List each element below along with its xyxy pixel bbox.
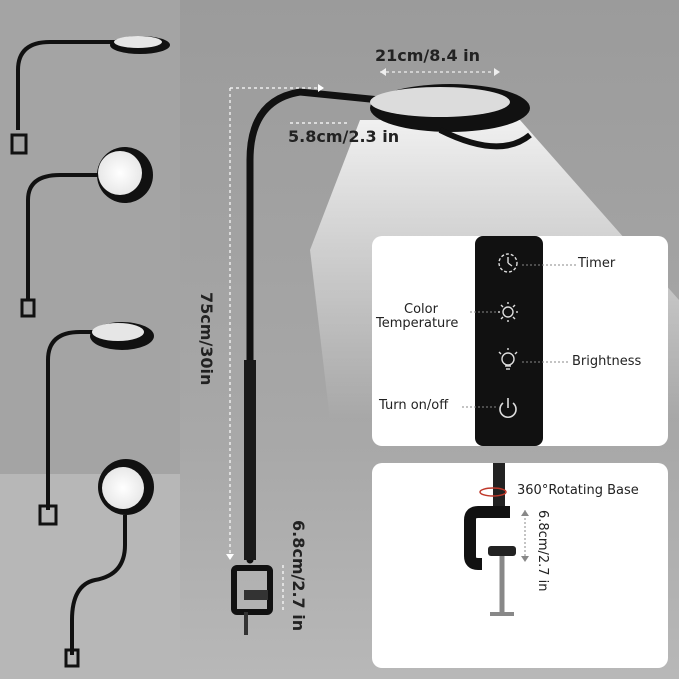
mini-lamp-2-clamp [20,298,36,318]
mini-lamp-2-light [98,151,142,195]
left-background-bottom [0,474,180,679]
mini-lamp-1-arm [16,40,115,130]
base-clamp [464,506,510,570]
top-width-label: 21cm/8.4 in [375,46,481,65]
neck-width-label: 5.8cm/2.3 in [288,127,400,146]
power-label: Turn on/off [379,398,449,413]
mini-lamp-3-arm [46,330,95,510]
clamp-height-label: 6.8cm/2.7 in [289,520,308,632]
color-label-line2: Temperature [376,316,459,331]
power-icon [499,398,517,418]
main-lamp-arm [246,88,384,564]
main-lamp-light [370,87,510,117]
main-lamp-head-rim [438,127,532,150]
mini-lamp-1-light [114,36,162,48]
base-clamp-pad [488,546,516,556]
mini-lamp-3-clamp [38,504,58,526]
base-panel [372,463,668,668]
base-clamp-height-label: 6.8cm/2.7 in [535,510,550,592]
brightness-icon [498,348,518,370]
mini-lamp-4-arm [70,515,127,655]
main-lamp-pole [244,360,256,560]
control-strip-body [475,236,543,446]
mini-lamp-4-light [102,467,144,509]
mini-lamp-4-clamp [64,648,80,668]
mini-lamp-1-clamp [10,133,28,155]
height-label: 75cm/30in [197,292,216,386]
main-lamp-clamp-pad [244,590,268,600]
mini-lamp-2-arm [26,173,100,300]
rotate-arrow-icon [479,487,507,497]
timer-icon [498,253,518,273]
rotating-base-label: 360°Rotating Base [517,483,639,498]
color-temperature-icon [498,302,518,322]
brightness-label: Brightness [572,354,642,369]
main-lamp-clamp [231,565,273,615]
timer-label: Timer [578,256,616,271]
mini-lamp-3-light [92,323,144,341]
color-label-line1: Color [404,302,438,317]
